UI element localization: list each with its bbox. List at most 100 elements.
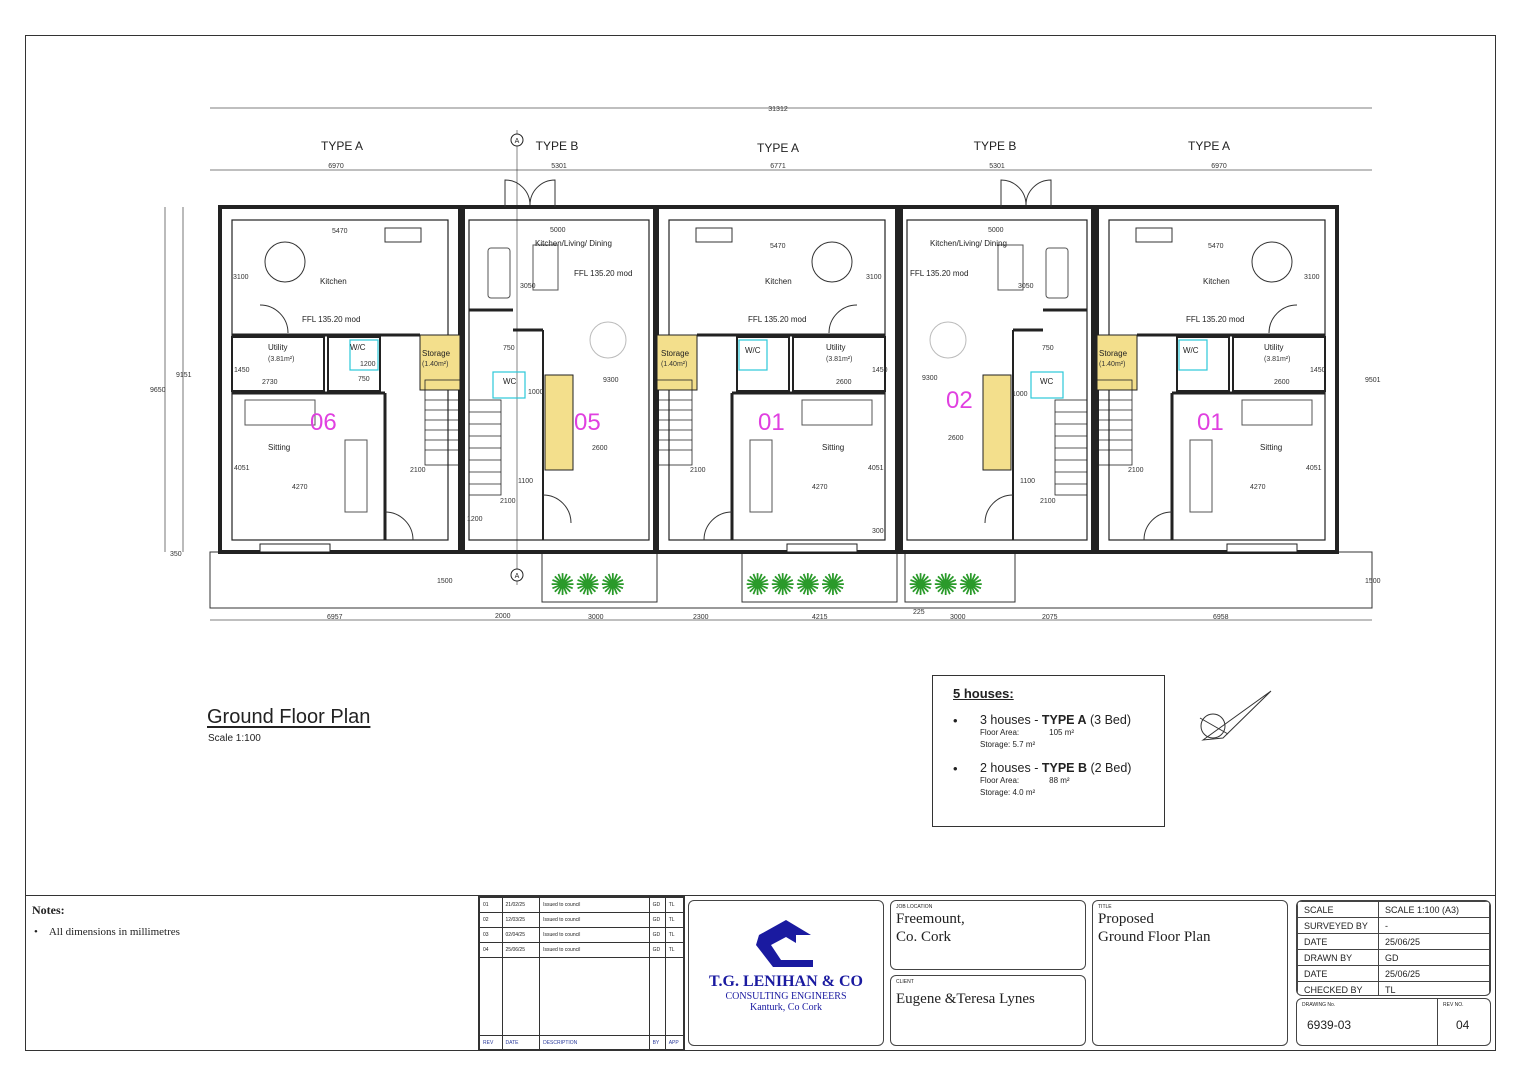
svg-text:Storage: Storage	[1099, 349, 1128, 358]
svg-text:1450: 1450	[872, 367, 888, 374]
job-location-value: Freemount,Co. Cork	[896, 911, 965, 945]
svg-text:(3.81m²): (3.81m²)	[268, 356, 294, 363]
svg-text:300: 300	[872, 528, 884, 535]
svg-text:TYPE B: TYPE B	[974, 139, 1017, 153]
svg-text:Kitchen: Kitchen	[1203, 277, 1230, 286]
unit-01-type-a: TYPE A 6771 Kitchen FFL 135.20 mod Utili…	[655, 141, 899, 621]
svg-text:5000: 5000	[550, 227, 566, 234]
company-subtitle: CONSULTING ENGINEERS	[725, 991, 847, 1002]
svg-text:5470: 5470	[332, 228, 348, 235]
svg-text:225: 225	[913, 609, 925, 616]
company-logo-panel: T.G. LENIHAN & CO CONSULTING ENGINEERS K…	[688, 900, 884, 1046]
svg-text:4270: 4270	[292, 484, 308, 491]
svg-text:1200: 1200	[360, 361, 376, 368]
svg-text:3050: 3050	[520, 283, 536, 290]
company-name: T.G. LENIHAN & CO	[709, 973, 863, 990]
svg-text:2100: 2100	[1128, 467, 1144, 474]
svg-text:TYPE A: TYPE A	[757, 141, 799, 155]
svg-text:1100: 1100	[518, 478, 533, 485]
section-marker-top: A	[510, 133, 524, 147]
svg-text:06: 06	[310, 409, 337, 436]
overall-width-dim: 31312	[768, 106, 788, 113]
svg-text:Storage: Storage	[661, 349, 690, 358]
svg-text:TYPE A: TYPE A	[321, 139, 363, 153]
unit-06-type-a: TYPE A 6970 Kitchen FFL 135.20 mod Utili…	[218, 139, 462, 621]
svg-text:4051: 4051	[234, 465, 250, 472]
svg-text:2600: 2600	[1274, 379, 1290, 386]
client-panel: CLIENT Eugene &Teresa Lynes	[890, 975, 1086, 1046]
svg-text:W/C: W/C	[350, 343, 366, 352]
ground-floor-plan: 31312 9650 9151 350 9501 1500 1500 ✺✺✺ ✺…	[150, 106, 1381, 621]
svg-text:9300: 9300	[603, 377, 619, 384]
svg-text:FFL 135.20 mod: FFL 135.20 mod	[748, 315, 806, 324]
note-item: • All dimensions in millimetres	[34, 926, 180, 938]
svg-text:01: 01	[1197, 409, 1224, 436]
svg-text:2300: 2300	[693, 614, 709, 621]
svg-text:2075: 2075	[1042, 614, 1058, 621]
svg-text:(1.40m²): (1.40m²)	[661, 361, 687, 368]
svg-text:4051: 4051	[1306, 465, 1322, 472]
planter-unit-4: ✺✺✺	[904, 551, 1016, 603]
svg-text:9300: 9300	[922, 375, 938, 382]
drawing-no-label: DRAWING No.	[1302, 1002, 1336, 1008]
svg-text:6970: 6970	[328, 163, 344, 170]
rev-no-value: 04	[1456, 1018, 1470, 1032]
right-dim-overall: 9501	[1365, 377, 1381, 384]
svg-text:1000: 1000	[528, 389, 544, 396]
left-dim-body: 9151	[176, 372, 192, 379]
svg-text:Kitchen/Living/ Dining: Kitchen/Living/ Dining	[535, 239, 612, 248]
client-value: Eugene &Teresa Lynes	[896, 991, 1035, 1007]
company-logo	[756, 920, 813, 967]
svg-text:3100: 3100	[1304, 274, 1320, 281]
company-location: Kanturk, Co Cork	[750, 1002, 822, 1013]
svg-text:(1.40m²): (1.40m²)	[1099, 361, 1125, 368]
legend-item-type-a: • 3 houses - TYPE A (3 Bed) Floor Area:1…	[953, 713, 1131, 749]
garden-dim-left: 1500	[437, 578, 453, 585]
svg-text:3100: 3100	[866, 274, 882, 281]
svg-text:3100: 3100	[233, 274, 249, 281]
bullet-icon: •	[953, 761, 958, 776]
svg-text:Sitting: Sitting	[1260, 443, 1282, 452]
svg-text:6970: 6970	[1211, 163, 1227, 170]
rev-no-label: REV NO.	[1443, 1002, 1464, 1008]
svg-text:4051: 4051	[868, 465, 884, 472]
unit-02-type-b: TYPE B 5301 Kitchen/Living/ Dining FFL 1…	[899, 139, 1095, 621]
svg-text:5000: 5000	[988, 227, 1004, 234]
svg-text:A: A	[515, 573, 520, 580]
svg-text:05: 05	[574, 409, 601, 436]
svg-text:5301: 5301	[989, 163, 1005, 170]
svg-text:1000: 1000	[1012, 391, 1028, 398]
svg-text:02: 02	[946, 387, 973, 414]
right-dim-garden: 1500	[1365, 578, 1381, 585]
svg-text:2100: 2100	[500, 498, 516, 505]
svg-text:01: 01	[758, 409, 785, 436]
svg-text:Sitting: Sitting	[268, 443, 290, 452]
svg-text:6957: 6957	[327, 614, 343, 621]
svg-text:750: 750	[1042, 345, 1054, 352]
svg-text:✺✺✺: ✺✺✺	[908, 569, 983, 602]
plan-title: Ground Floor Plan	[207, 706, 371, 728]
svg-text:5470: 5470	[770, 243, 786, 250]
section-marker-bottom: A	[510, 568, 524, 582]
svg-text:4215: 4215	[812, 614, 828, 621]
svg-text:FFL 135.20 mod: FFL 135.20 mod	[1186, 315, 1244, 324]
client-label: CLIENT	[896, 979, 914, 985]
svg-text:1100: 1100	[1020, 478, 1035, 485]
sheet-border	[25, 35, 1496, 1051]
svg-text:2600: 2600	[836, 379, 852, 386]
info-row: SURVEYED BY-	[1297, 917, 1490, 934]
drawing-number-panel: DRAWING No. 6939-03 REV NO. 04	[1296, 998, 1491, 1046]
svg-text:6771: 6771	[770, 163, 786, 170]
notes-panel: Notes: • All dimensions in millimetres	[26, 897, 476, 938]
bullet-icon: •	[953, 713, 958, 728]
